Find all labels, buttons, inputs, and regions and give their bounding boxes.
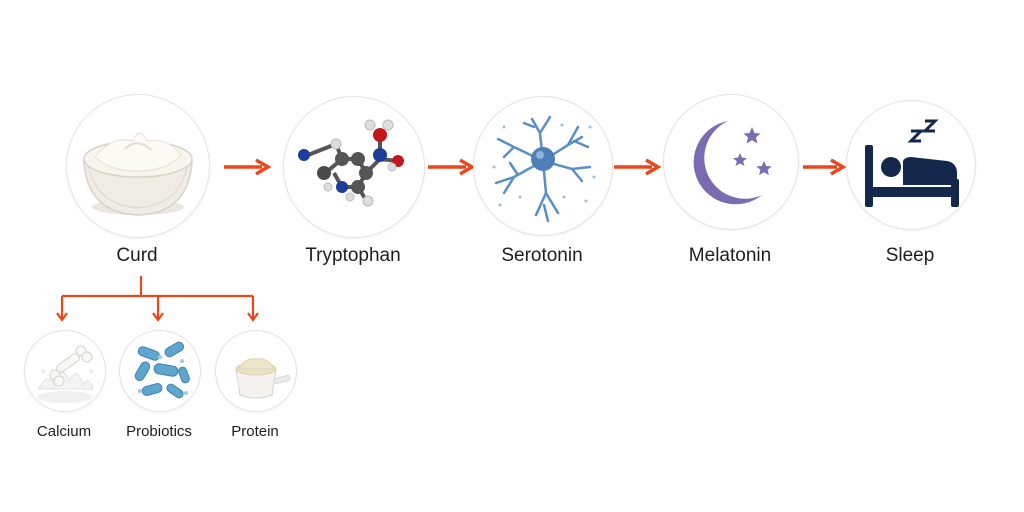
protein-circle xyxy=(215,330,297,412)
curd-bowl-icon xyxy=(83,132,193,216)
bacteria-icon xyxy=(134,341,190,399)
serotonin-circle xyxy=(473,96,613,236)
nutrient-label-protein: Protein xyxy=(231,423,279,440)
nutrient-label-calcium: Calcium xyxy=(36,423,92,440)
arrow-icon xyxy=(803,158,847,176)
neuron-icon xyxy=(492,115,596,223)
nutrient-label-probiotics: Probiotics xyxy=(126,423,192,440)
arrow-icon xyxy=(428,158,476,176)
melatonin-circle xyxy=(663,94,799,230)
probiotics-circle xyxy=(119,330,201,412)
tryptophan-molecule-icon xyxy=(298,119,404,207)
calcium-circle xyxy=(24,330,106,412)
step-label-tryptophan: Tryptophan xyxy=(305,245,401,266)
moon-stars-icon xyxy=(693,121,772,205)
sleep-circle xyxy=(846,100,976,230)
milk-bone-icon xyxy=(37,345,94,403)
curd-circle xyxy=(66,94,210,238)
step-label-sleep: Sleep xyxy=(885,245,935,266)
arrow-icon xyxy=(224,158,272,176)
arrow-icon xyxy=(614,158,662,176)
sleeping-bed-icon xyxy=(865,119,959,207)
step-label-curd: Curd xyxy=(116,245,158,266)
tryptophan-circle xyxy=(283,96,425,238)
step-label-serotonin: Serotonin xyxy=(501,245,583,266)
step-label-melatonin: Melatonin xyxy=(688,245,772,266)
protein-powder-icon xyxy=(235,358,291,399)
